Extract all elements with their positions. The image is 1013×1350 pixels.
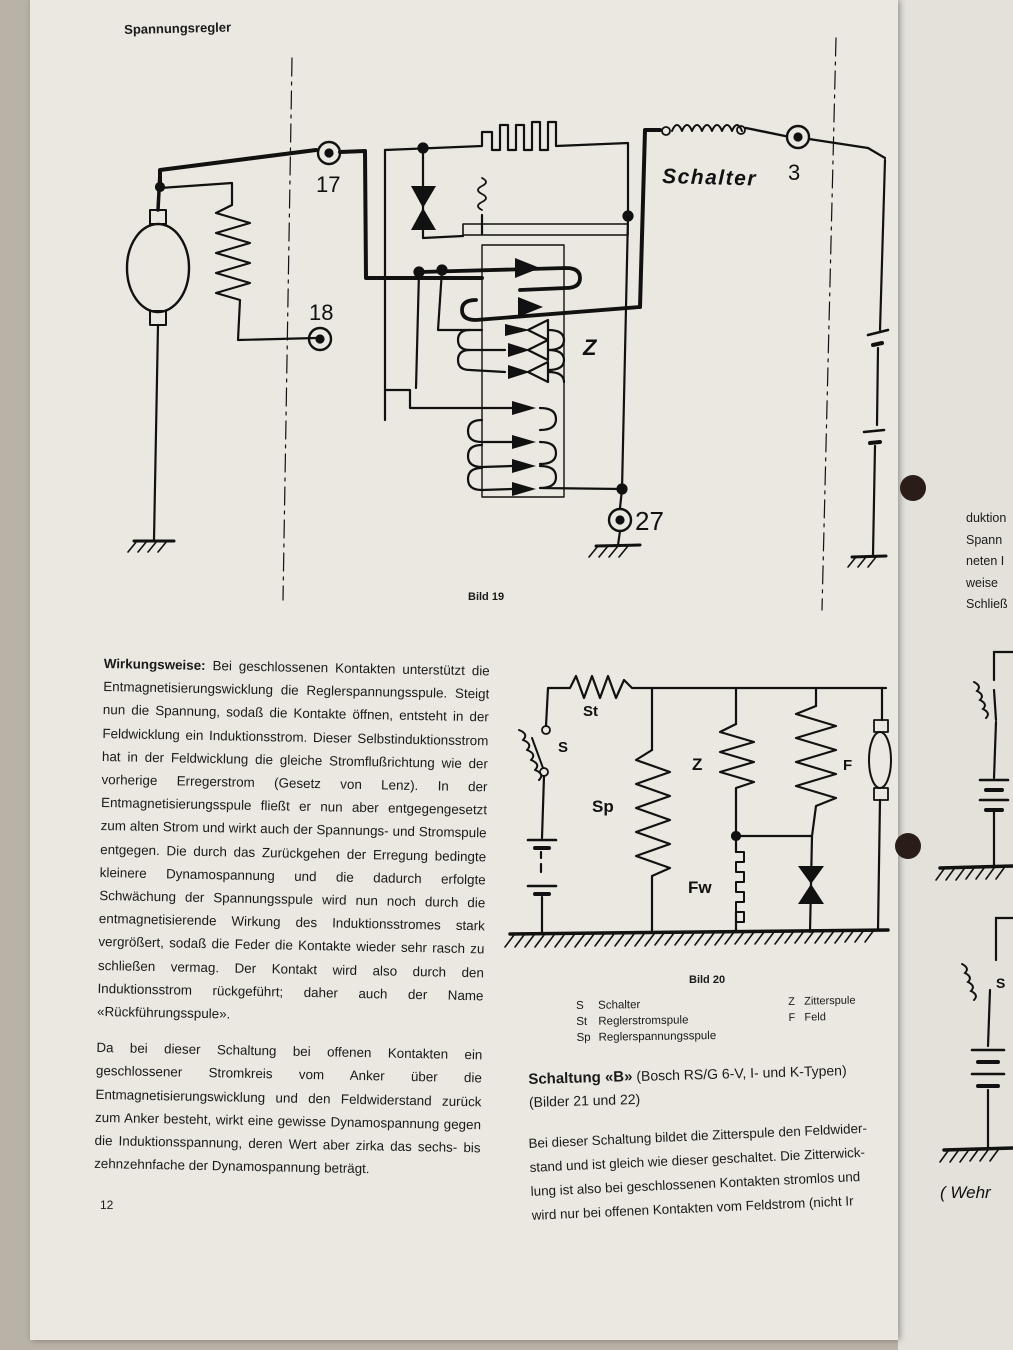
next-page-text: duktion Spann neten I weise Schließ xyxy=(966,511,1008,611)
terminal-17-label: 17 xyxy=(316,172,340,197)
sp-label: Sp xyxy=(592,797,614,816)
fw-label: Fw xyxy=(688,878,712,897)
switch-handwritten-label: Schalter xyxy=(662,165,758,190)
terminal-27-label: 27 xyxy=(635,506,664,536)
st-label: St xyxy=(583,703,598,720)
terminal-18-label: 18 xyxy=(309,300,333,325)
f-label: F xyxy=(843,757,852,774)
s-label: S xyxy=(558,739,568,756)
binder-hole xyxy=(895,833,921,859)
next-page-s-label: S xyxy=(996,975,1005,991)
page-number: 12 xyxy=(100,1198,114,1212)
z-label: Z xyxy=(692,755,702,774)
terminal-3-label: 3 xyxy=(788,160,800,185)
figure-19-caption: Bild 19 xyxy=(468,591,505,603)
figure-19-circuit: 17 18 3 27 Schalter Z xyxy=(125,37,890,611)
next-page-handwritten-note: ( Wehr xyxy=(940,1183,992,1202)
binder-hole xyxy=(900,475,926,501)
figure-20-caption: Bild 20 xyxy=(689,974,726,986)
z-coil-label: Z xyxy=(582,335,598,360)
